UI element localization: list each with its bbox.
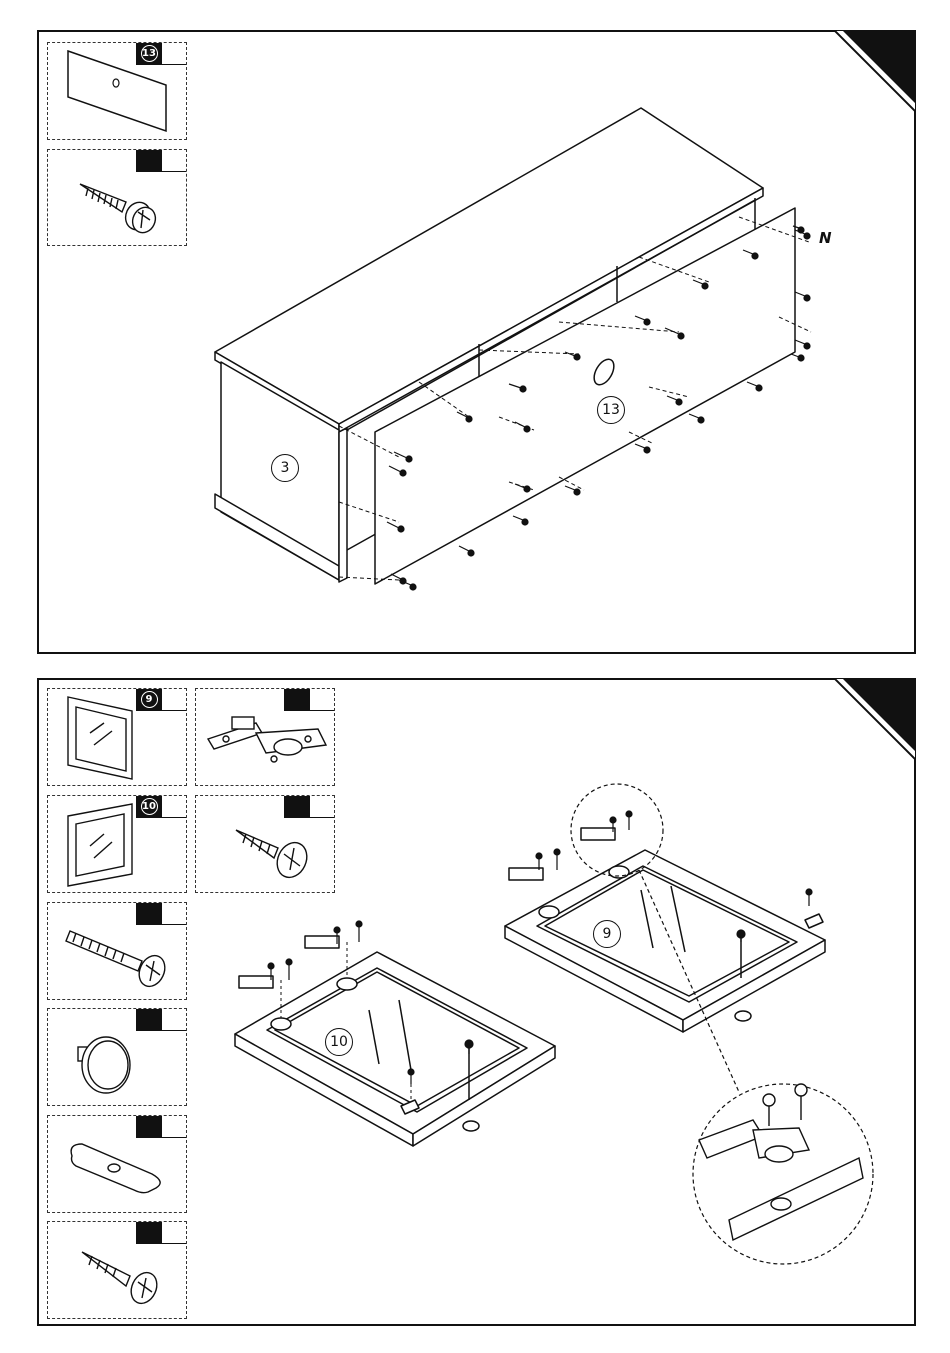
screw-mark <box>565 486 580 495</box>
door-hinge-assembly-diagram <box>39 680 918 1328</box>
door-9-label: 9 <box>593 920 621 948</box>
screw-mark <box>795 340 810 349</box>
screw-mark <box>635 444 650 453</box>
screw-mark <box>459 546 474 556</box>
step-panel-1: 13 <box>37 30 916 654</box>
screw-mark <box>513 516 528 525</box>
screw-mark <box>399 580 416 590</box>
cabinet-back-assembly-diagram <box>39 32 918 656</box>
step-panel-2: 9 10 <box>37 678 916 1326</box>
side-panel-label: 3 <box>271 454 299 482</box>
back-panel-label: 13 <box>597 396 625 424</box>
screw-mark <box>689 414 704 423</box>
door-10-label: 10 <box>325 1028 353 1056</box>
screw-mark <box>795 292 810 301</box>
screw-code-label: N <box>819 229 832 247</box>
screw-mark <box>747 382 762 391</box>
screw-mark <box>791 354 804 361</box>
